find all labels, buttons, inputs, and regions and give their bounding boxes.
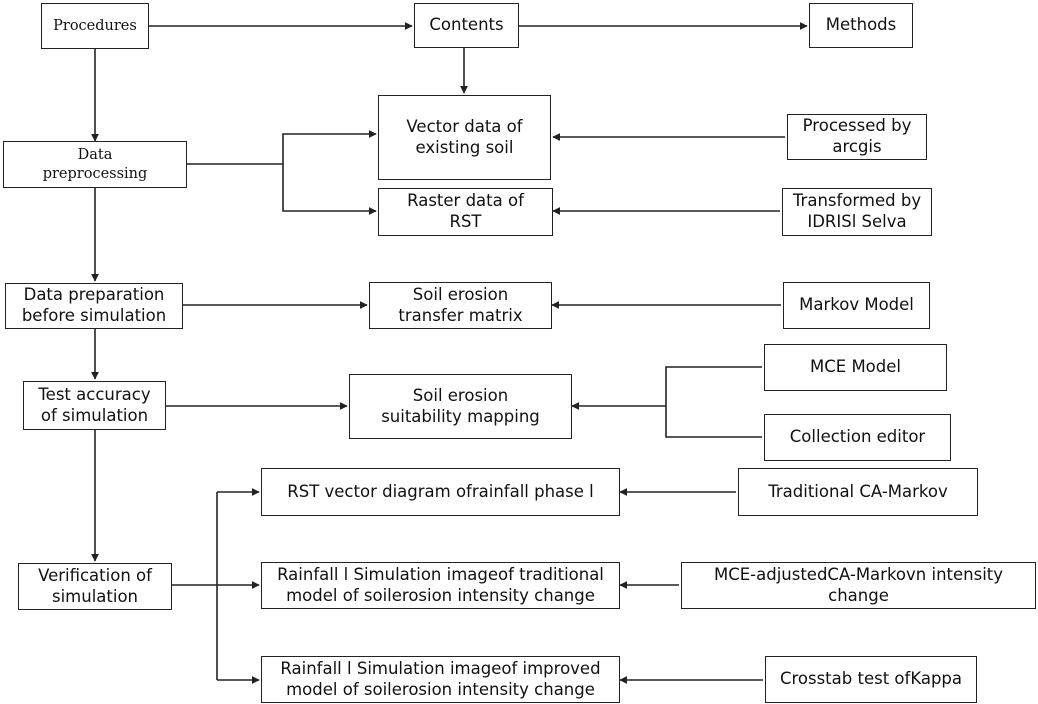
node-data-preprocessing: Data preprocessing: [3, 141, 187, 188]
node-sim-traditional: Rainfall l Simulation imageof traditiona…: [261, 562, 620, 609]
node-procedures: Procedures: [41, 3, 149, 49]
connector-mce-collection: [665, 366, 762, 438]
node-collection-editor: Collection editor: [764, 414, 951, 461]
node-transfer-matrix: Soil erosion transfer matrix: [369, 282, 552, 329]
node-verification: Verification of simulation: [18, 563, 172, 610]
node-test-accuracy: Test accuracy of simulation: [23, 381, 166, 430]
connector-preprocessing-split: [187, 130, 377, 165]
node-suitability-mapping: Soil erosion suitability mapping: [349, 374, 572, 439]
node-methods: Methods: [809, 3, 913, 48]
node-transformed-idrisi: Transformed by IDRISl Selva: [782, 188, 932, 236]
node-sim-improved: Rainfall l Simulation imageof improved m…: [261, 656, 620, 703]
node-mce-adjusted: MCE-adjustedCA-Markovn intensity change: [681, 562, 1036, 609]
node-traditional-ca-markov: Traditional CA-Markov: [738, 468, 978, 516]
node-processed-arcgis: Processed by arcgis: [787, 114, 927, 160]
node-mce-model: MCE Model: [764, 344, 947, 391]
connector-preprocessing-to-raster: [282, 164, 377, 215]
node-vector-soil: Vector data of existing soil: [378, 95, 551, 180]
node-contents: Contents: [414, 3, 519, 48]
node-markov-model: Markov Model: [783, 282, 930, 329]
node-crosstab-kappa: Crosstab test ofKappa: [765, 656, 977, 703]
node-data-preparation: Data preparation before simulation: [5, 283, 183, 329]
node-raster-rst: Raster data of RST: [378, 188, 553, 236]
node-rst-vector-diagram: RST vector diagram ofrainfall phase l: [261, 468, 620, 516]
